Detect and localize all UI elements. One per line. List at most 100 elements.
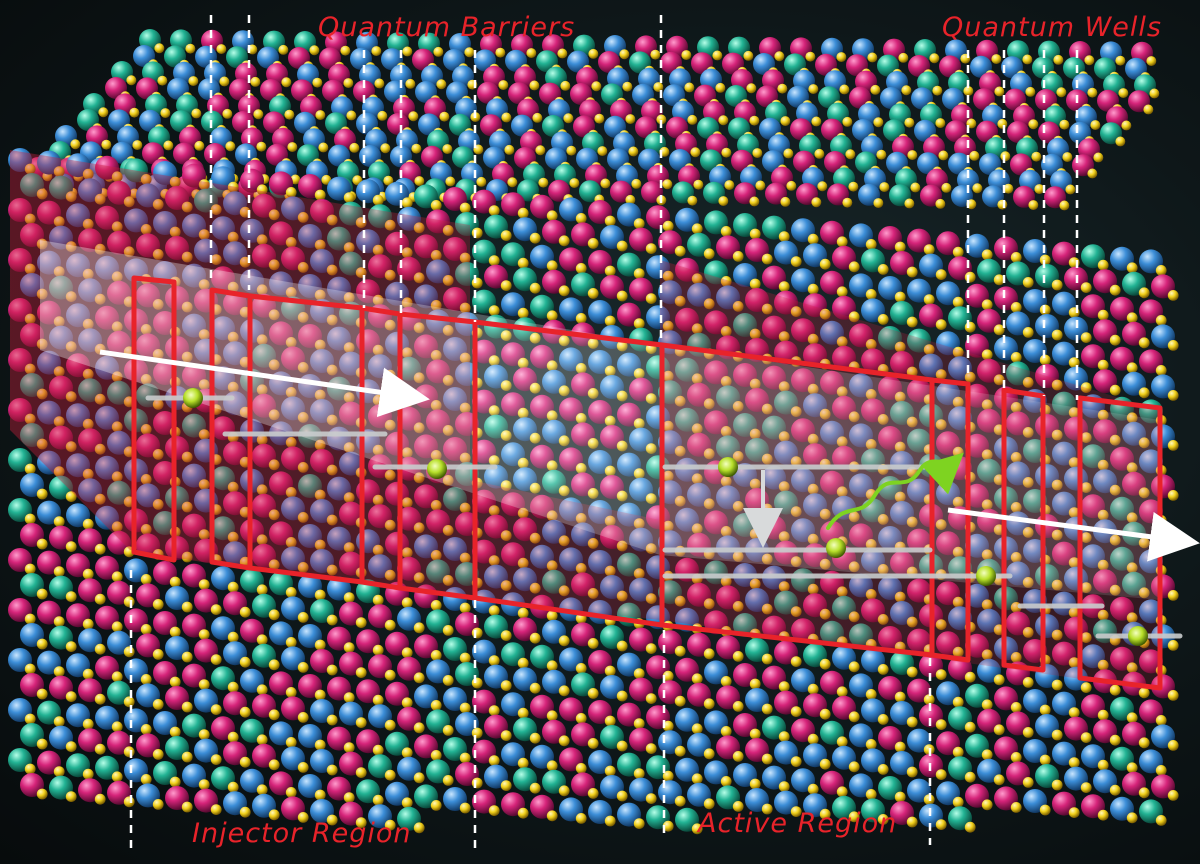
atom-sphere-small-icon bbox=[326, 664, 338, 676]
atom-sphere-small-icon bbox=[1062, 152, 1073, 162]
electron-flow-arrow-icon bbox=[947, 507, 1200, 562]
atom-sphere-small-icon bbox=[625, 194, 636, 205]
atom-sphere-small-icon bbox=[1022, 277, 1034, 288]
atom-sphere-small-icon bbox=[535, 145, 546, 156]
atom-sphere-small-icon bbox=[876, 149, 887, 160]
atom-sphere-small-icon bbox=[645, 693, 657, 704]
atom-sphere-small-icon bbox=[326, 814, 338, 826]
atom-sphere-small-icon bbox=[780, 196, 791, 207]
atom-sphere-small-icon bbox=[53, 516, 65, 527]
atom-sphere-small-icon bbox=[140, 574, 152, 585]
atom-sphere-small-icon bbox=[471, 627, 483, 639]
atom-sphere-small-icon bbox=[152, 699, 164, 710]
atom-sphere-small-icon bbox=[181, 601, 193, 613]
atom-sphere-small-icon bbox=[1022, 327, 1034, 338]
atom-sphere-small-icon bbox=[1039, 704, 1051, 716]
atom-sphere-small-icon bbox=[761, 653, 773, 665]
atom-sphere-small-icon bbox=[65, 691, 77, 702]
atom-sphere-small-icon bbox=[1155, 815, 1167, 826]
atom-sphere-small-icon bbox=[488, 805, 500, 816]
atom-sphere-small-icon bbox=[587, 688, 599, 699]
atom-sphere-small-icon bbox=[546, 210, 558, 222]
atom-sphere-small-icon bbox=[749, 115, 760, 126]
atom-sphere-small-icon bbox=[690, 147, 701, 158]
atom-sphere-small-icon bbox=[674, 645, 686, 657]
atom-sphere-small-icon bbox=[952, 296, 964, 308]
atom-sphere-small-icon bbox=[842, 116, 853, 127]
atom-sphere-small-icon bbox=[952, 746, 964, 758]
atom-sphere-small-icon bbox=[219, 76, 230, 87]
atom-sphere-small-icon bbox=[152, 799, 164, 810]
atom-sphere-small-icon bbox=[24, 663, 36, 675]
atom-sphere-small-icon bbox=[1097, 809, 1109, 821]
atom-sphere-small-icon bbox=[910, 182, 921, 193]
atom-sphere-small-icon bbox=[1022, 777, 1034, 788]
electron-flow-arrow-icon bbox=[99, 349, 430, 418]
atom-sphere-small-icon bbox=[318, 142, 329, 153]
atom-sphere-small-icon bbox=[471, 277, 483, 289]
atom-sphere-small-icon bbox=[805, 51, 816, 62]
atom-sphere-small-icon bbox=[633, 318, 645, 329]
atom-sphere-small-icon bbox=[819, 658, 831, 670]
atom-sphere-small-icon bbox=[691, 823, 703, 835]
atom-sphere-small-icon bbox=[1109, 684, 1121, 696]
atom-sphere-small-icon bbox=[1167, 640, 1179, 651]
atom-sphere-small-icon bbox=[340, 45, 351, 56]
atom-sphere-small-icon bbox=[836, 286, 848, 298]
atom-sphere-small-icon bbox=[372, 794, 384, 806]
atom-sphere-small-icon bbox=[724, 180, 735, 190]
atom-sphere-small-icon bbox=[865, 239, 877, 250]
atom-sphere-small-icon bbox=[36, 538, 48, 550]
atom-sphere-small-icon bbox=[401, 697, 413, 709]
atom-sphere-small-icon bbox=[517, 257, 529, 269]
atom-sphere-small-icon bbox=[819, 708, 831, 720]
region-divider-lines bbox=[129, 15, 1079, 848]
atom-sphere-small-icon bbox=[442, 625, 454, 636]
atom-sphere-small-icon bbox=[194, 140, 205, 151]
atom-sphere-small-icon bbox=[198, 629, 210, 640]
atom-sphere-small-icon bbox=[964, 821, 976, 833]
atom-sphere-small-icon bbox=[546, 710, 558, 722]
atom-sphere-small-icon bbox=[94, 743, 106, 755]
electron-dot-icon bbox=[1128, 626, 1148, 646]
atom-sphere-small-icon bbox=[402, 46, 413, 57]
atom-sphere-small-icon bbox=[732, 801, 744, 812]
atom-sphere-small-icon bbox=[691, 723, 703, 735]
atom-sphere-small-icon bbox=[1167, 390, 1179, 401]
atom-sphere-small-icon bbox=[123, 646, 135, 658]
atom-sphere-small-icon bbox=[459, 602, 471, 614]
atom-sphere-small-icon bbox=[597, 146, 608, 156]
atom-sphere-small-icon bbox=[326, 714, 338, 726]
atom-sphere-small-icon bbox=[160, 108, 171, 119]
atom-sphere-small-icon bbox=[981, 299, 993, 311]
atom-sphere-small-icon bbox=[1080, 682, 1092, 693]
atom-sphere-small-icon bbox=[169, 626, 181, 638]
atom-sphere-small-icon bbox=[662, 670, 674, 682]
atom-sphere-small-icon bbox=[430, 200, 442, 211]
atom-sphere-small-icon bbox=[703, 748, 715, 760]
atom-sphere-small-icon bbox=[191, 108, 202, 119]
atom-sphere-small-icon bbox=[24, 713, 36, 725]
atom-sphere-small-icon bbox=[198, 679, 210, 690]
atom-sphere-small-icon bbox=[140, 674, 152, 685]
atom-sphere-small-icon bbox=[746, 83, 757, 94]
atom-sphere-small-icon bbox=[285, 637, 297, 648]
atom-sphere-small-icon bbox=[964, 671, 976, 683]
atom-sphere-small-icon bbox=[790, 756, 802, 767]
atom-sphere-small-icon bbox=[993, 274, 1005, 286]
atom-sphere-small-icon bbox=[111, 621, 123, 633]
atom-sphere-small-icon bbox=[906, 666, 918, 678]
atom-sphere-small-icon bbox=[877, 714, 889, 725]
atom-sphere-small-icon bbox=[935, 118, 946, 128]
atom-sphere-small-icon bbox=[433, 46, 444, 57]
atom-sphere-small-icon bbox=[152, 599, 164, 610]
atom-sphere-small-icon bbox=[94, 643, 106, 655]
atom-sphere-small-icon bbox=[517, 807, 529, 819]
atom-sphere-small-icon bbox=[1051, 279, 1063, 291]
atom-sphere-small-icon bbox=[1022, 54, 1033, 65]
atom-sphere-small-icon bbox=[1109, 284, 1121, 296]
atom-sphere-small-icon bbox=[82, 668, 94, 680]
atom-sphere-small-icon bbox=[401, 647, 413, 659]
atom-sphere-small-icon bbox=[575, 813, 587, 824]
atom-sphere-small-icon bbox=[1126, 712, 1138, 724]
